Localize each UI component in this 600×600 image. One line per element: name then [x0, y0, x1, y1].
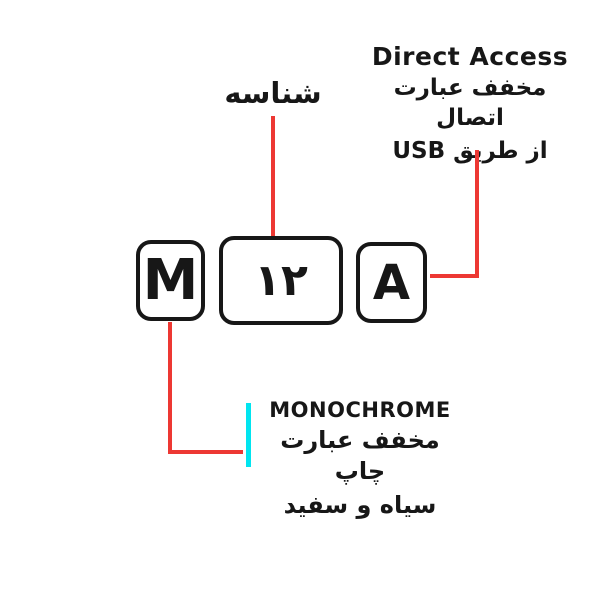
monochrome-line1: مخفف عبارت چاپ	[280, 426, 440, 486]
monochrome-label-block: MONOCHROME مخفف عبارت چاپ سیاه و سفید	[254, 398, 466, 522]
identifier-label: شناسه	[224, 76, 322, 110]
connector-direct-access-vertical	[475, 150, 479, 278]
box-a: A	[356, 242, 427, 323]
direct-access-label-block: Direct Access مخفف عبارت اتصال از طریق U…	[366, 42, 574, 167]
box-a-letter: A	[372, 254, 411, 311]
cyan-accent-bar	[246, 403, 251, 467]
monochrome-title: MONOCHROME	[269, 398, 451, 422]
direct-access-line2: از طریق USB	[392, 137, 548, 164]
connector-monochrome-vertical	[168, 322, 172, 454]
direct-access-title: Direct Access	[371, 42, 569, 71]
connector-monochrome-horizontal	[168, 450, 243, 454]
box-model-number: ۱۲	[219, 236, 343, 325]
monochrome-line2: سیاه و سفید	[283, 491, 437, 520]
connector-direct-access-horizontal	[430, 274, 479, 278]
box-m-letter: M	[142, 247, 199, 313]
connector-identifier-vertical	[271, 116, 275, 240]
box-model-number-text: ۱۲	[254, 254, 308, 306]
box-m: M	[136, 240, 205, 321]
direct-access-line1: مخفف عبارت اتصال	[393, 75, 547, 131]
